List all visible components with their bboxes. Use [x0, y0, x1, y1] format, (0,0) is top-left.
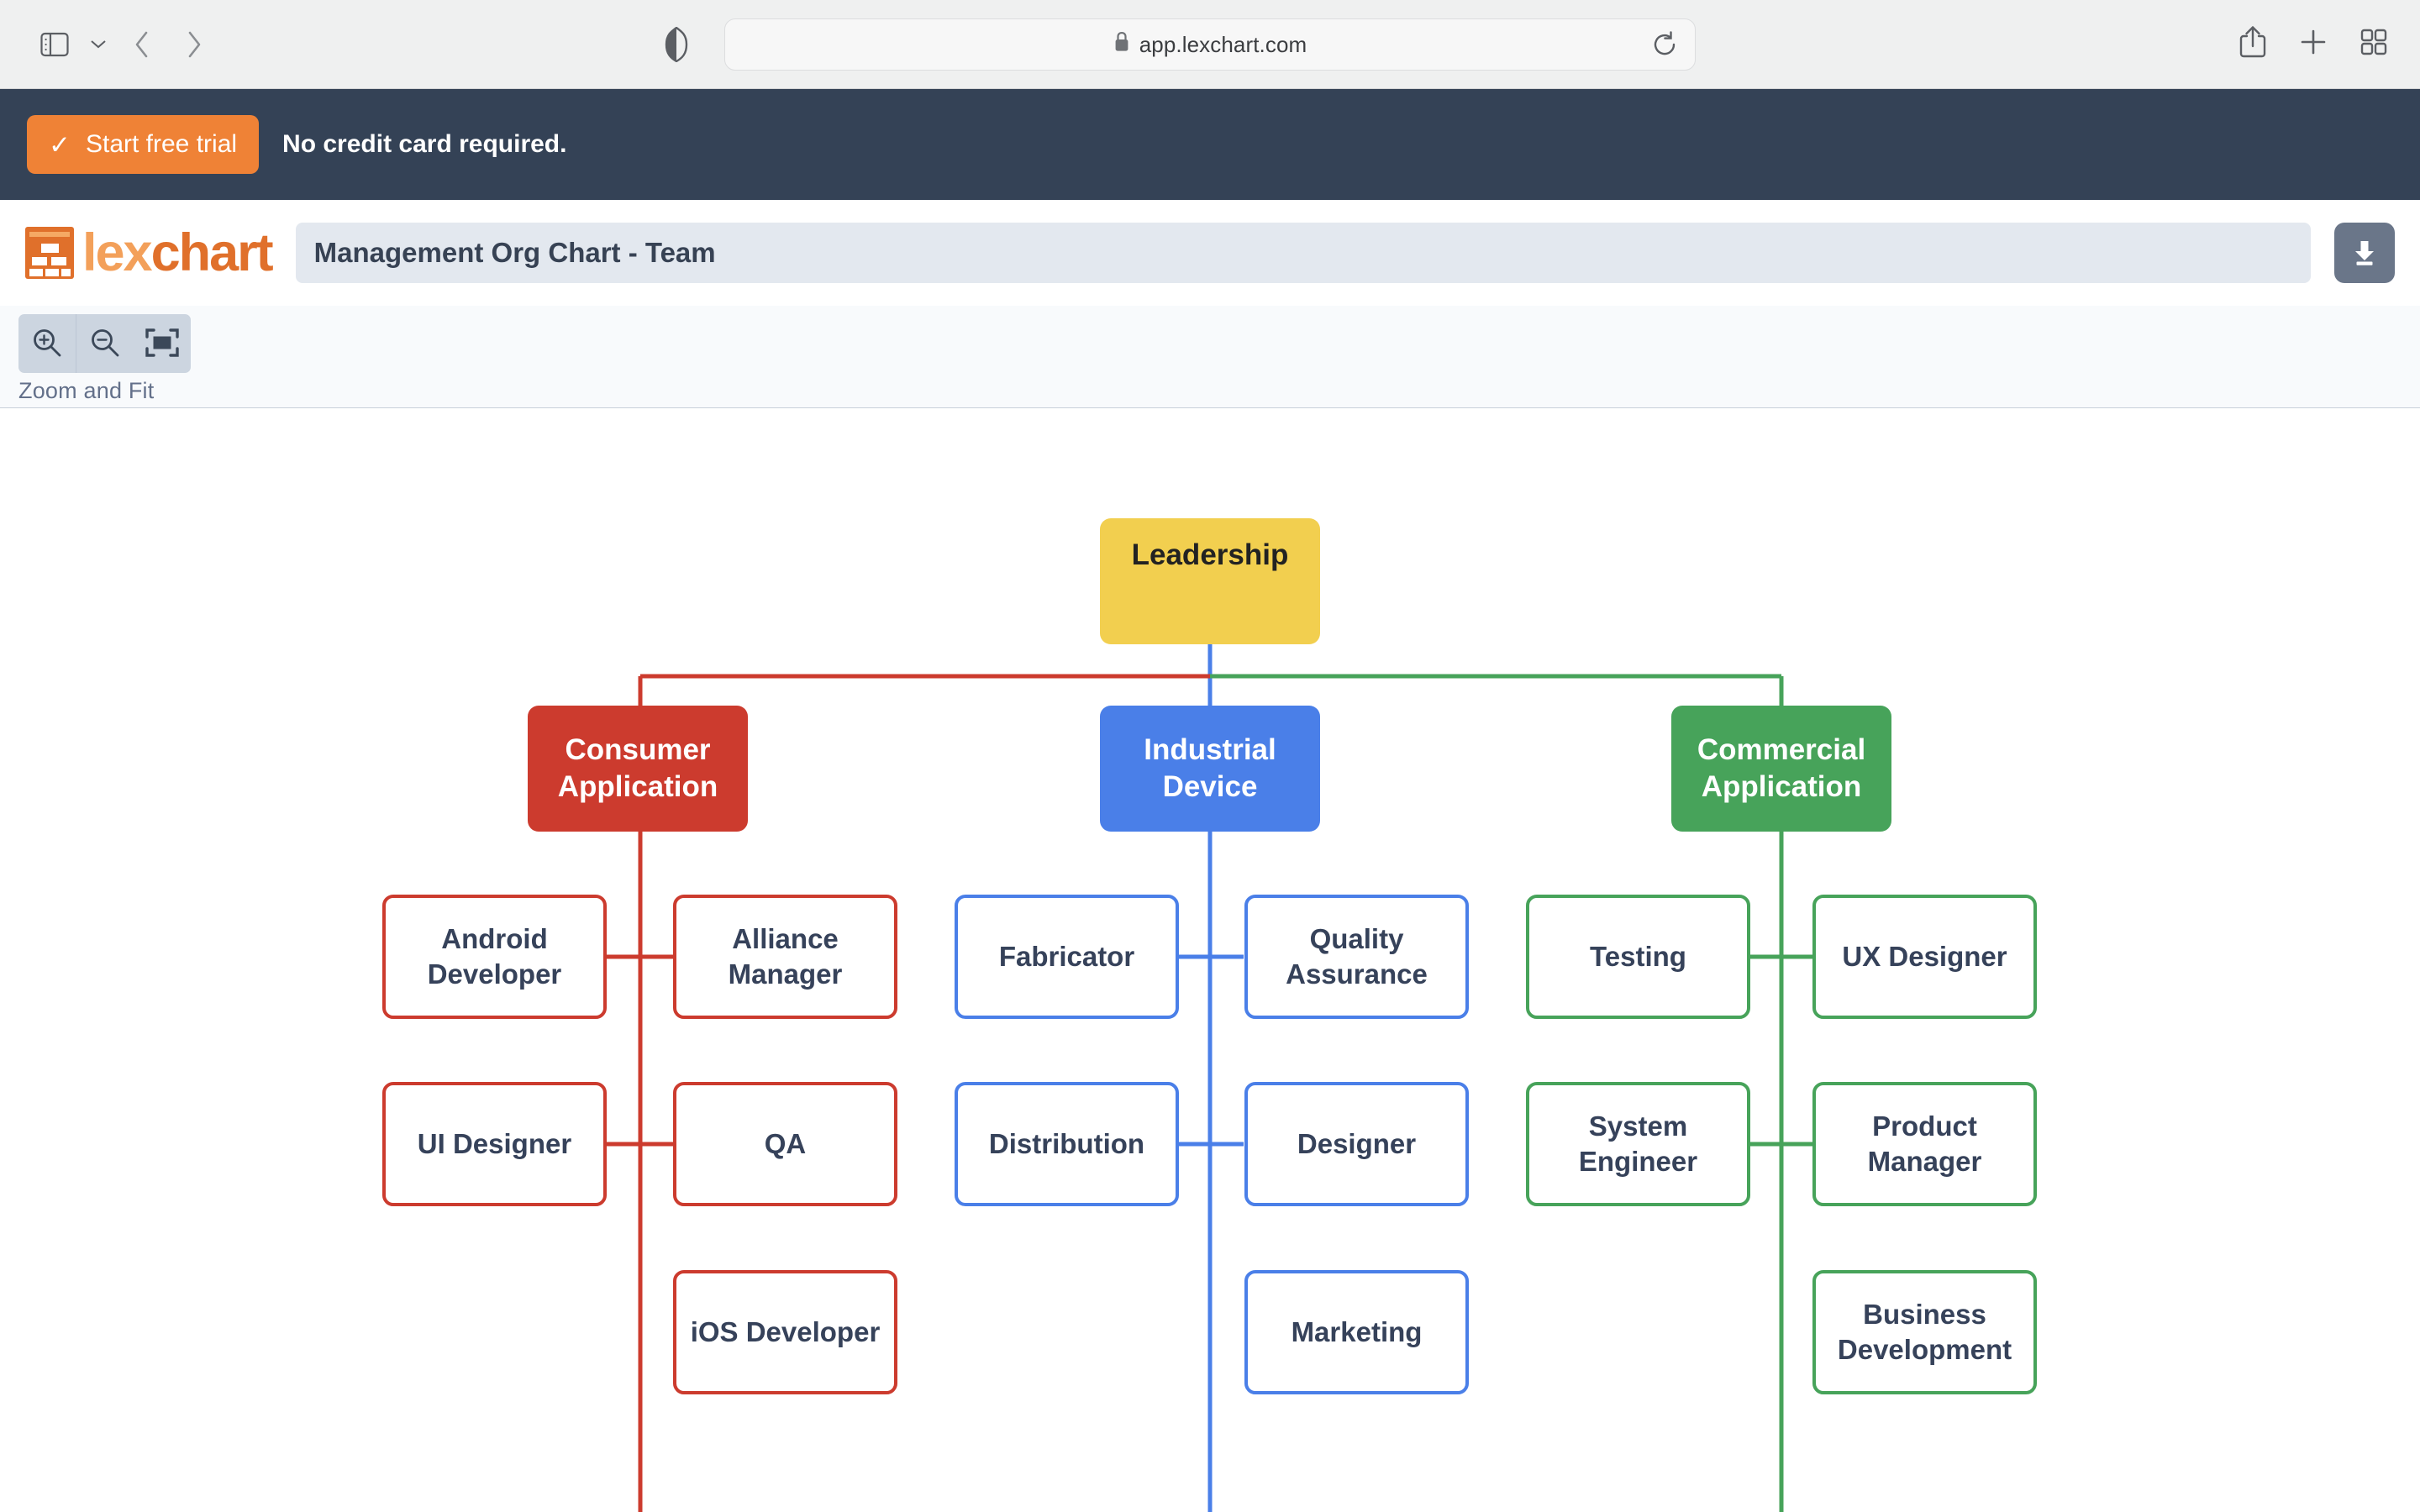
org-node-marketing[interactable]: Marketing [1244, 1270, 1469, 1394]
url-field[interactable]: app.lexchart.com [724, 18, 1696, 71]
tab-overview-icon[interactable] [2360, 28, 2388, 60]
org-node-label: Testing [1590, 941, 1686, 973]
org-node-system-engineer[interactable]: System Engineer [1526, 1082, 1750, 1206]
lexchart-logo-icon [25, 227, 74, 279]
org-node-label: Product Manager [1867, 1110, 1982, 1177]
org-node-ux-designer[interactable]: UX Designer [1812, 895, 2037, 1019]
org-node-leadership[interactable]: Leadership [1100, 518, 1320, 644]
browser-nav-controls [0, 18, 220, 71]
org-node-fabricator[interactable]: Fabricator [955, 895, 1179, 1019]
forward-arrow-icon[interactable] [168, 18, 220, 71]
zoom-out-icon [88, 326, 122, 362]
org-node-designer[interactable]: Designer [1244, 1082, 1469, 1206]
plus-icon[interactable] [2299, 28, 2328, 60]
org-node-label: Consumer Application [557, 732, 718, 803]
org-node-commercial-application[interactable]: Commercial Application [1671, 706, 1891, 832]
start-free-trial-label: Start free trial [85, 130, 238, 158]
fit-to-screen-icon [145, 328, 180, 360]
privacy-shield-icon[interactable] [664, 26, 689, 66]
org-node-business-development[interactable]: Business Development [1812, 1270, 2037, 1394]
zoom-toolbar: Zoom and Fit [0, 306, 2420, 408]
zoom-toolbar-label: Zoom and Fit [18, 378, 155, 403]
org-node-ios-developer[interactable]: iOS Developer [673, 1270, 897, 1394]
address-bar[interactable]: app.lexchart.com [724, 18, 1696, 71]
org-node-product-manager[interactable]: Product Manager [1812, 1082, 2037, 1206]
org-node-label: Android Developer [427, 923, 562, 990]
logo-text-lex: lex [82, 223, 153, 282]
back-arrow-icon[interactable] [116, 18, 168, 71]
reload-icon[interactable] [1651, 31, 1678, 58]
org-node-label: Industrial Device [1144, 732, 1276, 803]
zoom-out-button[interactable] [76, 314, 134, 373]
promo-banner: ✓ Start free trial No credit card requir… [0, 89, 2420, 200]
promo-note: No credit card required. [282, 130, 567, 158]
org-node-label: iOS Developer [690, 1316, 881, 1348]
start-free-trial-button[interactable]: ✓ Start free trial [27, 115, 260, 174]
download-icon [2349, 236, 2381, 270]
org-node-distribution[interactable]: Distribution [955, 1082, 1179, 1206]
chart-title-input[interactable] [295, 223, 2311, 283]
org-node-label: Distribution [988, 1128, 1145, 1160]
check-icon: ✓ [49, 129, 71, 160]
org-node-label: System Engineer [1578, 1110, 1698, 1177]
chevron-down-icon[interactable] [81, 18, 116, 71]
sidebar-toggle-icon[interactable] [29, 18, 81, 71]
org-node-android-developer[interactable]: Android Developer [382, 895, 607, 1019]
org-node-consumer-application[interactable]: Consumer Application [528, 706, 748, 832]
lexchart-logo[interactable]: lexchart [25, 226, 274, 280]
org-chart-canvas[interactable]: Leadership Consumer Application Industri… [0, 409, 2420, 1512]
app-header: lexchart [0, 200, 2420, 306]
org-chart-connectors [607, 536, 1815, 1512]
org-node-label: Fabricator [998, 941, 1135, 973]
lock-icon [1113, 31, 1130, 59]
url-text-group: app.lexchart.com [1113, 31, 1307, 59]
zoom-in-button[interactable] [18, 314, 76, 373]
org-node-label: Designer [1297, 1128, 1417, 1160]
org-node-alliance-manager[interactable]: Alliance Manager [673, 895, 897, 1019]
org-node-label: UI Designer [417, 1128, 572, 1160]
org-node-qa[interactable]: QA [673, 1082, 897, 1206]
org-node-label: Commercial Application [1697, 732, 1866, 803]
org-node-label: UX Designer [1842, 941, 2007, 973]
org-node-label: Quality Assurance [1286, 923, 1428, 990]
browser-actions [2238, 25, 2420, 63]
org-node-label: Leadership [1131, 538, 1289, 571]
browser-toolbar: app.lexchart.com [0, 0, 2420, 89]
org-node-testing[interactable]: Testing [1526, 895, 1750, 1019]
zoom-button-group [18, 314, 191, 373]
org-node-quality-assurance[interactable]: Quality Assurance [1244, 895, 1469, 1019]
org-node-label: Marketing [1291, 1316, 1423, 1348]
org-node-industrial-device[interactable]: Industrial Device [1100, 706, 1320, 832]
org-node-ui-designer[interactable]: UI Designer [382, 1082, 607, 1206]
share-icon[interactable] [2238, 25, 2267, 63]
org-node-label: Alliance Manager [728, 923, 843, 990]
lexchart-wordmark: lexchart [82, 226, 274, 280]
zoom-in-icon [30, 326, 64, 362]
url-host: app.lexchart.com [1139, 31, 1307, 57]
org-node-label: Business Development [1837, 1299, 2012, 1365]
logo-text-chart: chart [150, 223, 274, 282]
download-button[interactable] [2334, 223, 2395, 283]
fit-to-screen-button[interactable] [134, 314, 191, 373]
org-node-label: QA [764, 1128, 807, 1160]
